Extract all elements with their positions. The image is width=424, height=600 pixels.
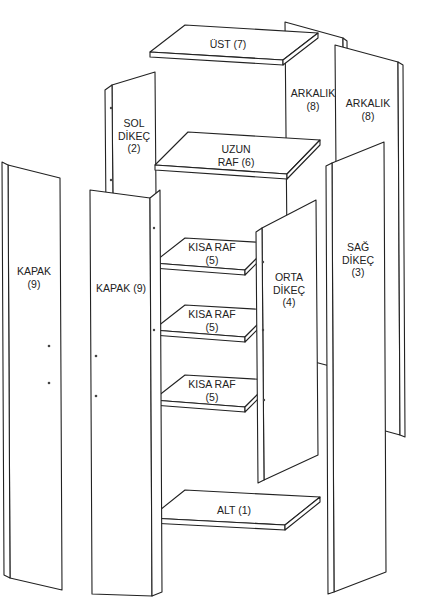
- part-name: ÜST (7): [198, 38, 258, 51]
- part-name: SOL DİKEÇ (2): [114, 117, 154, 155]
- panel-label: SAĞ DİKEÇ (3): [336, 241, 380, 279]
- part-name: KAPAK (9): [12, 265, 56, 290]
- part-name: KISA RAF (5): [182, 308, 242, 333]
- panel-label: UZUN RAF (6): [211, 143, 261, 168]
- panel-label: SOL DİKEÇ (2): [114, 117, 154, 155]
- part-name: KISA RAF (5): [182, 378, 242, 403]
- panel-label: ARKALIK (8): [288, 87, 338, 112]
- panel-label: ÜST (7): [198, 38, 258, 51]
- panel-label: KISA RAF (5): [182, 241, 242, 266]
- part-name: ALT (1): [204, 504, 264, 517]
- part-name: ORTA DİKEÇ (4): [266, 271, 312, 309]
- part-name: SAĞ DİKEÇ (3): [336, 241, 380, 279]
- part-name: UZUN RAF (6): [211, 143, 261, 168]
- panel-label: KISA RAF (5): [182, 308, 242, 333]
- part-name: KISA RAF (5): [182, 241, 242, 266]
- panel-label: ORTA DİKEÇ (4): [266, 271, 312, 309]
- panel-label: KAPAK (9): [12, 265, 56, 290]
- part-name: ARKALIK (8): [288, 87, 338, 112]
- panel-label: KAPAK (9): [96, 282, 146, 295]
- panel-label: ALT (1): [204, 504, 264, 517]
- panel-label: KISA RAF (5): [182, 378, 242, 403]
- part-name: KAPAK (9): [96, 282, 146, 295]
- panel-label: ARKALIK (8): [343, 97, 393, 122]
- part-name: ARKALIK (8): [343, 97, 393, 122]
